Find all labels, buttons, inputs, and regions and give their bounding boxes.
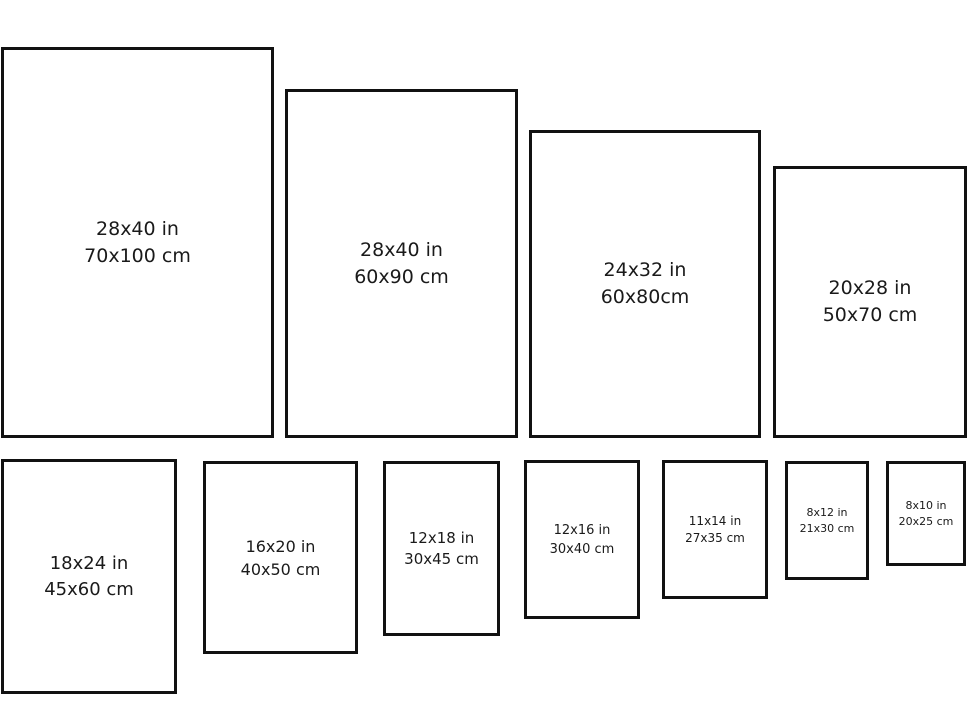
frame-28x40-70x100: 28x40 in 70x100 cm	[1, 47, 274, 438]
frame-12x18-30x45: 12x18 in 30x45 cm	[383, 461, 500, 636]
frame-size-inches: 8x12 in	[806, 505, 848, 519]
frame-size-cm: 70x100 cm	[84, 244, 191, 267]
frame-11x14-27x35: 11x14 in 27x35 cm	[662, 460, 768, 599]
frame-size-cm: 30x45 cm	[404, 549, 479, 568]
frame-size-inches: 28x40 in	[360, 238, 443, 261]
frame-size-inches: 24x32 in	[603, 259, 687, 281]
frame-8x10-20x25: 8x10 in 20x25 cm	[886, 461, 966, 566]
frame-size-inches: 18x24 in	[49, 552, 129, 574]
frame-28x40-60x90: 28x40 in 60x90 cm	[285, 89, 518, 438]
frame-size-cm: 45x60 cm	[44, 578, 134, 600]
frame-12x16-30x40: 12x16 in 30x40 cm	[524, 460, 640, 619]
frame-size-cm: 50x70 cm	[822, 304, 918, 326]
frame-size-cm: 40x50 cm	[240, 559, 321, 579]
frame-20x28-50x70: 20x28 in 50x70 cm	[773, 166, 967, 438]
frame-size-inches: 28x40 in	[96, 217, 179, 240]
frame-size-inches: 12x16 in	[553, 522, 611, 538]
frame-size-cm: 21x30 cm	[799, 521, 855, 535]
frame-24x32-60x80: 24x32 in 60x80cm	[529, 130, 761, 438]
frame-18x24-45x60: 18x24 in 45x60 cm	[1, 459, 177, 694]
frame-size-inches: 20x28 in	[828, 277, 912, 299]
frame-size-cm: 30x40 cm	[549, 541, 615, 557]
frame-size-inches: 12x18 in	[408, 528, 475, 547]
frame-8x12-21x30: 8x12 in 21x30 cm	[785, 461, 869, 580]
frame-size-inches: 11x14 in	[688, 513, 742, 528]
frame-16x20-40x50: 16x20 in 40x50 cm	[203, 461, 358, 654]
frame-size-inches: 16x20 in	[245, 536, 316, 556]
frame-size-cm: 60x80cm	[600, 286, 690, 308]
frame-size-cm: 20x25 cm	[898, 514, 954, 528]
frame-size-cm: 27x35 cm	[685, 530, 745, 545]
frame-size-inches: 8x10 in	[905, 498, 947, 512]
frame-size-cm: 60x90 cm	[354, 265, 449, 288]
